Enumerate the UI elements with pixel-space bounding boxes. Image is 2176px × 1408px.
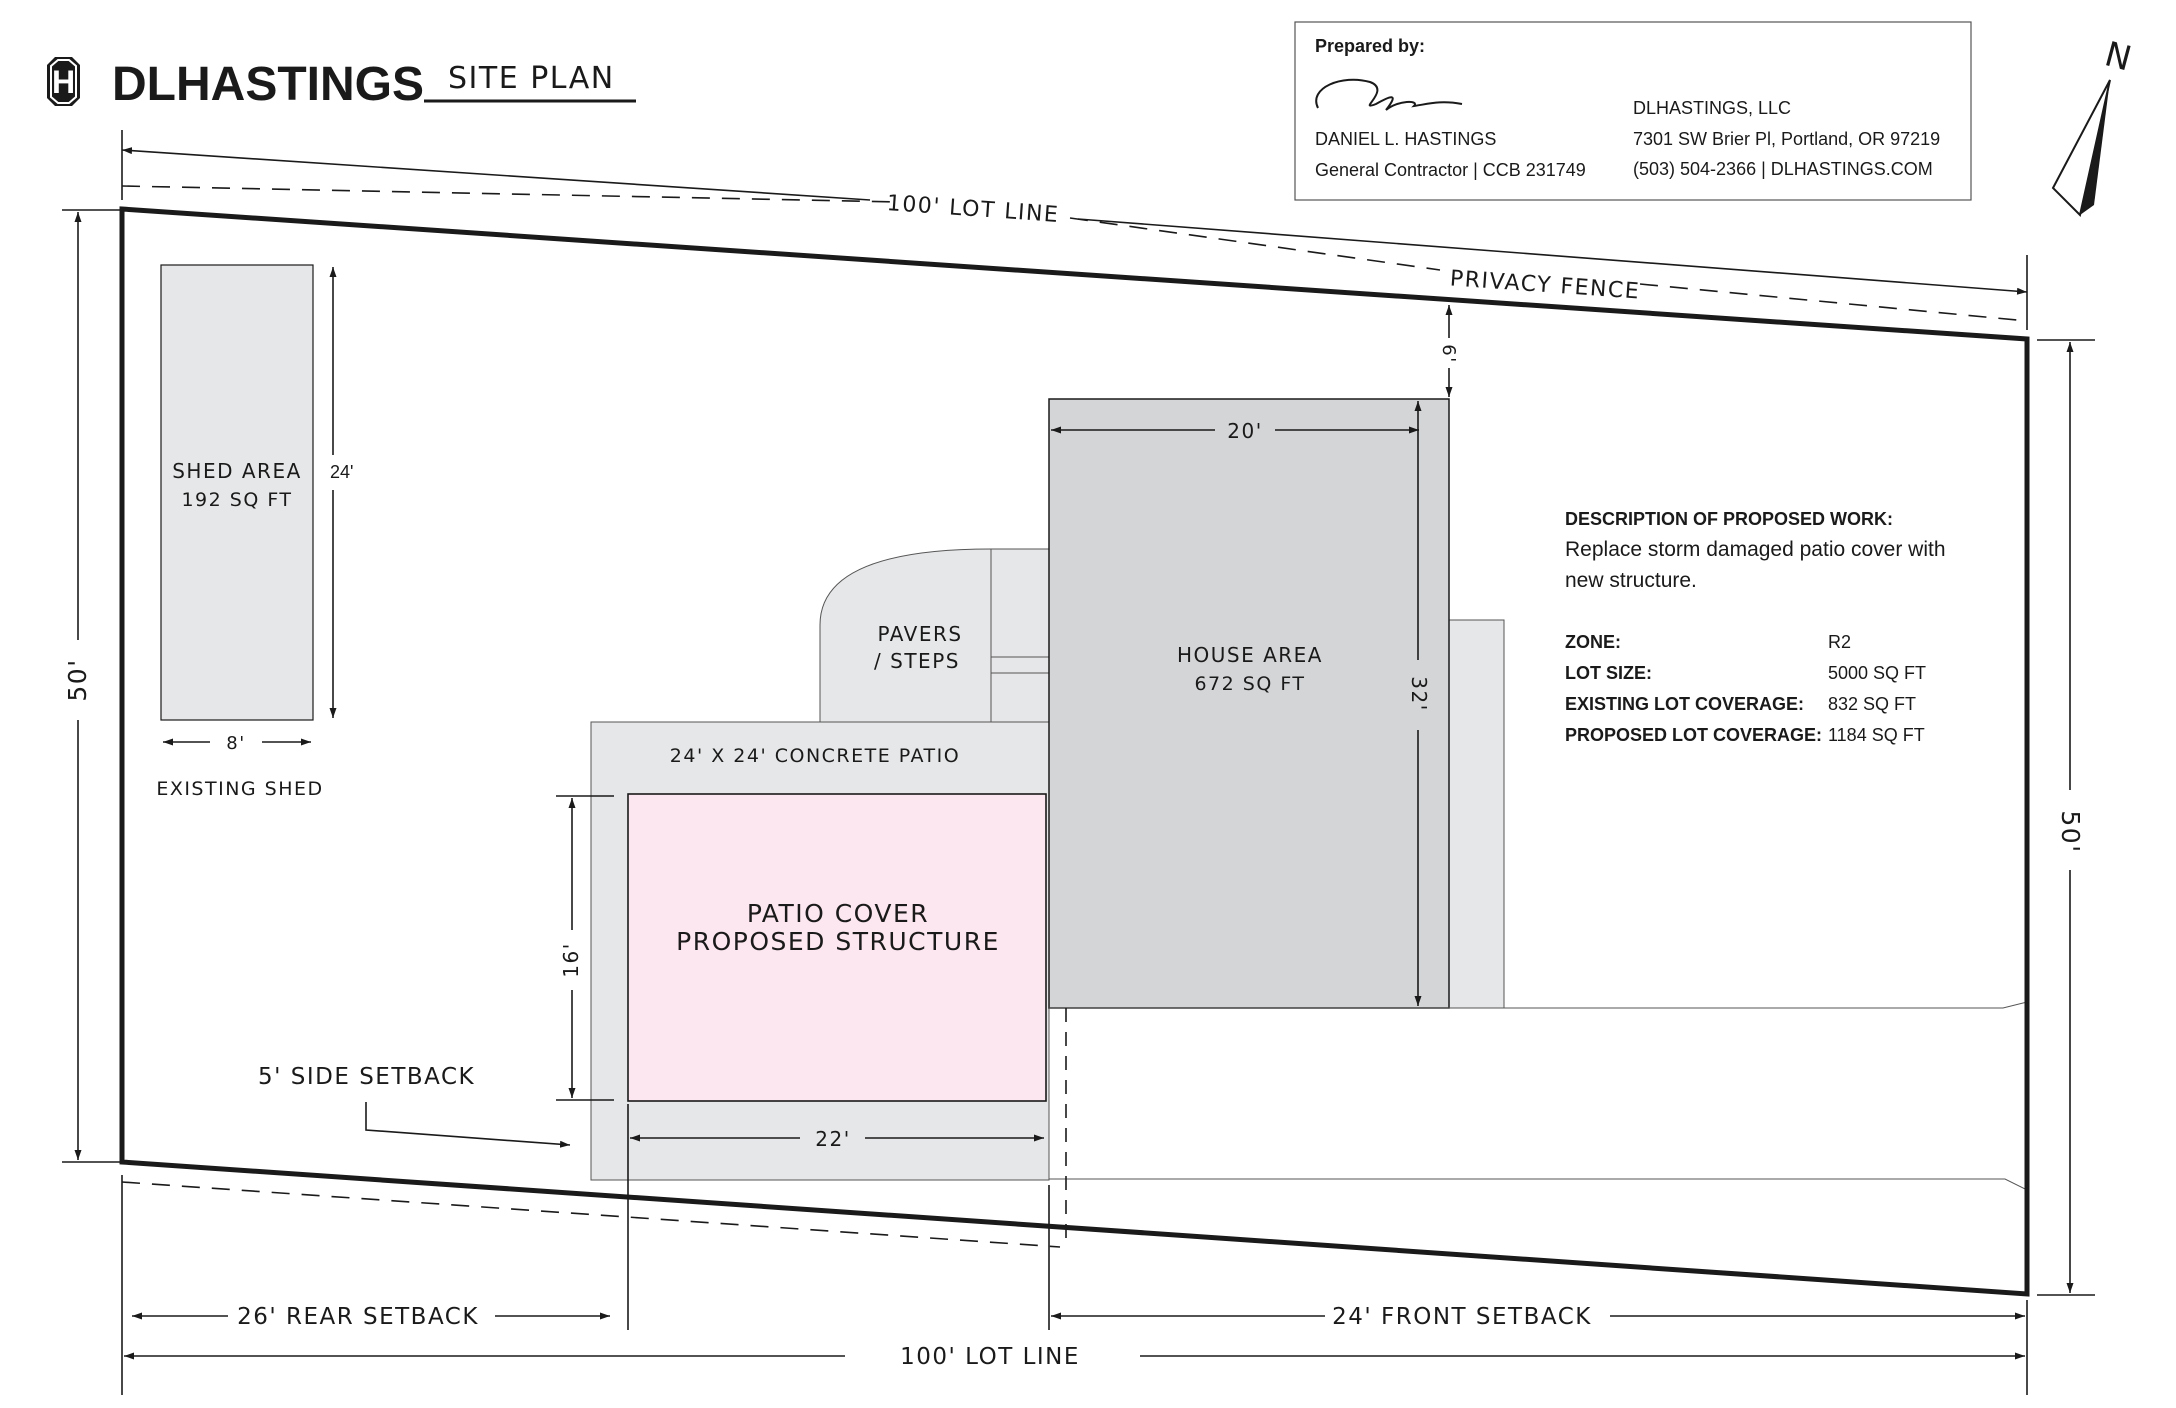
logo-letter: H: [52, 64, 75, 100]
side-setback-label: 5' SIDE SETBACK: [258, 1064, 475, 1090]
shed-sqft-label: 192 SQ FT: [181, 489, 292, 511]
right-depth-label: 50': [2056, 810, 2085, 853]
top-lot-line-label: 100' LOT LINE: [886, 191, 1060, 228]
house-depth-label: 32': [1407, 676, 1431, 711]
rear-setback-label: 26' REAR SETBACK: [237, 1304, 479, 1330]
company-name: DLHASTINGS, LLC: [1633, 98, 1791, 118]
house-sqft-label: 672 SQ FT: [1194, 673, 1305, 695]
shed-height-label: 24': [330, 462, 353, 482]
zone-value: R2: [1828, 632, 1851, 652]
house-area-label: HOUSE AREA: [1177, 643, 1323, 667]
privacy-fence-label: PRIVACY FENCE: [1449, 266, 1641, 304]
house-area: [1048, 398, 1450, 1009]
lot-size-key: LOT SIZE:: [1565, 663, 1652, 683]
patio-width-label: 22': [815, 1127, 850, 1151]
patio-depth-label: 16': [559, 942, 583, 977]
preparer-name: DANIEL L. HASTINGS: [1315, 129, 1496, 149]
north-label: N: [2101, 34, 2137, 80]
page-title: SITE PLAN: [448, 61, 615, 96]
proposed-coverage-key: PROPOSED LOT COVERAGE:: [1565, 725, 1822, 745]
existing-shed-label: EXISTING SHED: [156, 778, 323, 800]
bottom-lot-line-label: 100' LOT LINE: [900, 1344, 1080, 1370]
zone-key: ZONE:: [1565, 632, 1621, 652]
preparer-role: General Contractor | CCB 231749: [1315, 160, 1586, 180]
patio-cover-label: PATIO COVER: [747, 899, 929, 928]
front-setback-label: 24' FRONT SETBACK: [1332, 1304, 1592, 1330]
fence-offset-label: 6': [1438, 344, 1459, 363]
lot-size-value: 5000 SQ FT: [1828, 663, 1926, 683]
company-address: 7301 SW Brier Pl, Portland, OR 97219: [1633, 129, 1940, 149]
brand-logo-icon: H: [47, 57, 80, 106]
shed-area: [160, 264, 314, 721]
shed-width-label: 8': [226, 733, 245, 754]
shed-area-label: SHED AREA: [172, 459, 302, 483]
privacy-fence-line-b: [1069, 217, 2028, 322]
proposed-structure-label: PROPOSED STRUCTURE: [676, 927, 1000, 956]
privacy-fence-line-a: [121, 185, 901, 203]
left-depth-label: 50': [63, 658, 92, 701]
steps-label: / STEPS: [874, 649, 960, 673]
patio-cover-proposed: [627, 793, 1047, 1102]
pavers-label: PAVERS: [877, 622, 962, 646]
house-annex: [1448, 619, 1505, 1009]
existing-coverage-value: 832 SQ FT: [1828, 694, 1916, 714]
proposed-coverage-value: 1184 SQ FT: [1828, 725, 1925, 745]
house-width-label: 20': [1227, 419, 1262, 443]
description-block: DESCRIPTION OF PROPOSED WORK: Replace st…: [1565, 509, 1946, 745]
prepared-by-heading: Prepared by:: [1315, 36, 1425, 56]
north-arrow-icon: N: [2051, 34, 2137, 217]
company-contact: (503) 504-2366 | DLHASTINGS.COM: [1633, 159, 1933, 179]
existing-coverage-key: EXISTING LOT COVERAGE:: [1565, 694, 1804, 714]
description-line-1: Replace storm damaged patio cover with: [1565, 538, 1946, 561]
driveway-outline: [1049, 1001, 2028, 1191]
concrete-patio-label: 24' X 24' CONCRETE PATIO: [670, 745, 960, 767]
lot-boundary: [119, 206, 2030, 1297]
signature-icon: [1315, 78, 1463, 111]
description-line-2: new structure.: [1565, 569, 1697, 592]
description-heading: DESCRIPTION OF PROPOSED WORK:: [1565, 509, 1893, 529]
side-setback-line: [121, 1181, 1061, 1248]
prepared-by-box: Prepared by: DANIEL L. HASTINGS General …: [1294, 21, 1972, 201]
brand-name: DLHASTINGS: [112, 58, 424, 111]
